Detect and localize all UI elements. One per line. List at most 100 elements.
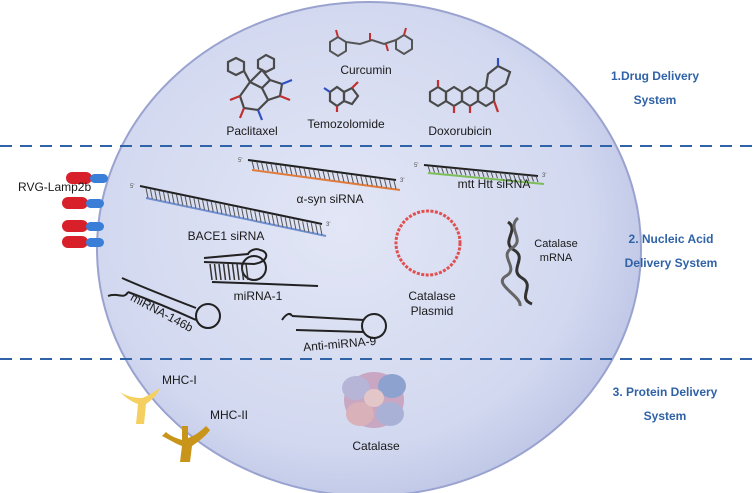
base-pair-tick [327,171,331,180]
base-pair-tick [315,223,319,235]
catalase-mrna-label-line1: Catalase [534,238,577,250]
bace1-sirna-duplex [139,185,327,237]
base-pair-tick [189,197,192,208]
temozolomide-label: Temozolomide [307,117,385,131]
bace1-sirna-label: BACE1 siRNA [188,229,265,243]
base-pair-tick [360,176,364,185]
doxorubicin-molecule [428,58,512,113]
rvg-capsule-4 [62,236,88,248]
base-pair-tick [236,207,240,218]
asyn-sirna-duplex [247,159,401,191]
base-pair-tick [472,170,476,177]
base-pair-tick [454,168,458,175]
paclitaxel-molecule [226,53,293,121]
section-3-title-line2: System [644,409,687,423]
base-pair-tick [308,168,312,178]
base-pair-tick [341,173,345,182]
base-pair-tick [280,216,284,227]
base-pair-tick [222,263,227,281]
base-pair-tick [322,170,326,180]
base-pair-tick [355,175,359,184]
htt-3prime-label: 3' [542,173,546,179]
base-pair-tick [154,189,158,200]
base-pair-tick [175,194,179,205]
rvg-capsule-2 [62,197,88,209]
base-pair-tick [223,204,227,215]
base-pair-tick [490,171,494,178]
section-3-title-line1: 3. Protein Delivery [613,385,718,399]
mhc-ii-receptor [162,426,210,462]
base-pair-tick [310,223,314,234]
base-pair-tick [193,198,197,209]
base-pair-tick [346,174,350,183]
base-pair-tick [477,170,480,177]
base-pair-tick [450,167,453,175]
mirna-1-hairpin [203,248,319,287]
base-pair-tick [441,167,444,174]
base-pair-tick [256,161,260,170]
base-pair-tick [258,211,262,223]
base-pair-tick [215,202,219,213]
base-pair-tick [427,165,431,173]
base-pair-tick [331,172,335,181]
base-pair-tick [481,170,485,178]
base-pair-tick [293,219,297,230]
base-pair-tick [270,163,274,172]
base-pair-tick [513,173,516,181]
anti-mirna-9-hairpin [281,312,387,339]
base-pair-tick [162,191,166,202]
base-pair-tick [297,220,301,231]
section-2-title-line1: 2. Nucleic Acid [629,232,714,246]
base-pair-tick [313,169,317,178]
base-pair-tick [158,190,162,201]
catalase-protein-structure [342,372,406,428]
base-pair-tick [228,205,232,216]
base-pair-tick [227,263,231,281]
catalase-plasmid-label-line1: Catalase [408,289,456,303]
base-pair-tick [504,172,507,180]
rvg-capsule-3 [62,220,88,232]
base-pair-tick [210,201,214,212]
base-pair-tick [218,263,222,281]
doxorubicin-label: Doxorubicin [428,124,491,138]
base-pair-tick [202,199,206,211]
base-pair-tick [260,162,264,171]
base-pair-tick [531,175,534,182]
section-2-title-line2: Delivery System [625,256,718,270]
base-pair-tick [298,167,302,176]
section-1-title-line1: 1.Drug Delivery [611,69,699,83]
base-pair-tick [365,176,369,186]
base-pair-tick [289,166,293,175]
base-pair-tick [240,263,245,281]
base-pair-tick [180,195,184,206]
base-pair-tick [232,206,236,217]
catalase-mrna-label-line2: mRNA [540,252,573,264]
mirna-146b-hairpin [107,277,221,329]
base-pair-tick [508,173,512,180]
base-pair-tick [167,192,171,203]
base-pair-tick [317,170,321,179]
base-pair-tick [384,179,388,188]
base-pair-tick [206,200,210,212]
base-pair-tick [303,168,307,177]
paclitaxel-label: Paclitaxel [226,124,277,138]
base-pair-tick [171,193,175,204]
rvg-lamp2b-label: RVG-Lamp2b [18,180,91,194]
catalase-mrna-helix [501,216,533,307]
base-pair-tick [197,199,201,210]
base-pair-tick [145,187,149,199]
catalase-plasmid-label-line2: Plasmid [411,304,454,318]
base-pair-tick [393,180,397,190]
base-pair-tick [284,165,288,174]
base-pair-tick [369,177,373,186]
exosome-vesicle [96,1,642,493]
base-pair-tick [379,178,383,188]
base-pair-tick [251,160,255,170]
asyn-5prime-label: 5' [238,158,242,164]
base-pair-tick [350,174,354,184]
base-pair-tick [213,263,218,281]
base-pair-tick [271,214,275,225]
curcumin-label: Curcumin [340,63,391,77]
base-pair-tick [289,218,293,229]
